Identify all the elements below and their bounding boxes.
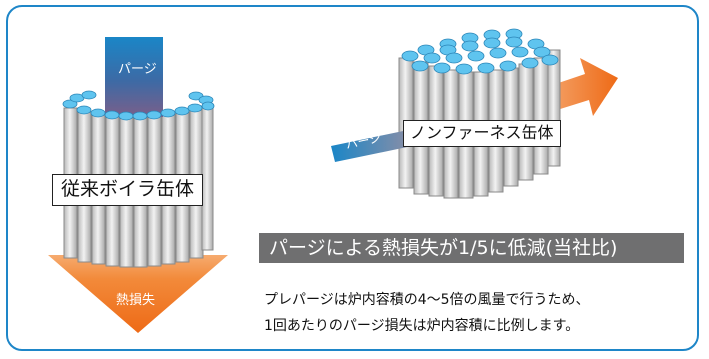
explanation-note: プレパージは炉内容積の4〜5倍の風量で行うため、 1回あたりのパージ損失は炉内容…	[264, 287, 590, 339]
conventional-pipe-tops	[62, 90, 215, 121]
nonfurnace-boiler-label: ノンファーネス缶体	[403, 120, 561, 147]
heat-loss-label: 熱損失	[116, 293, 156, 308]
content-frame	[6, 5, 699, 351]
result-headline: パージによる熱損失が1/5に低減(当社比)	[259, 233, 684, 263]
note-line-2: 1回あたりのパージ損失は炉内容積に比例します。	[264, 318, 580, 334]
nonfurnace-boiler-illustration	[331, 28, 618, 199]
purge-label-left: パージ	[118, 62, 157, 77]
note-line-1: プレパージは炉内容積の4〜5倍の風量で行うため、	[264, 292, 590, 308]
purge-column	[105, 37, 163, 117]
nonfurnace-pipe-tops	[401, 28, 559, 75]
purge-side-arrow	[331, 130, 412, 162]
heat-loss-arrow	[48, 250, 228, 333]
conventional-boiler-label: 従来ボイラ缶体	[52, 174, 204, 206]
